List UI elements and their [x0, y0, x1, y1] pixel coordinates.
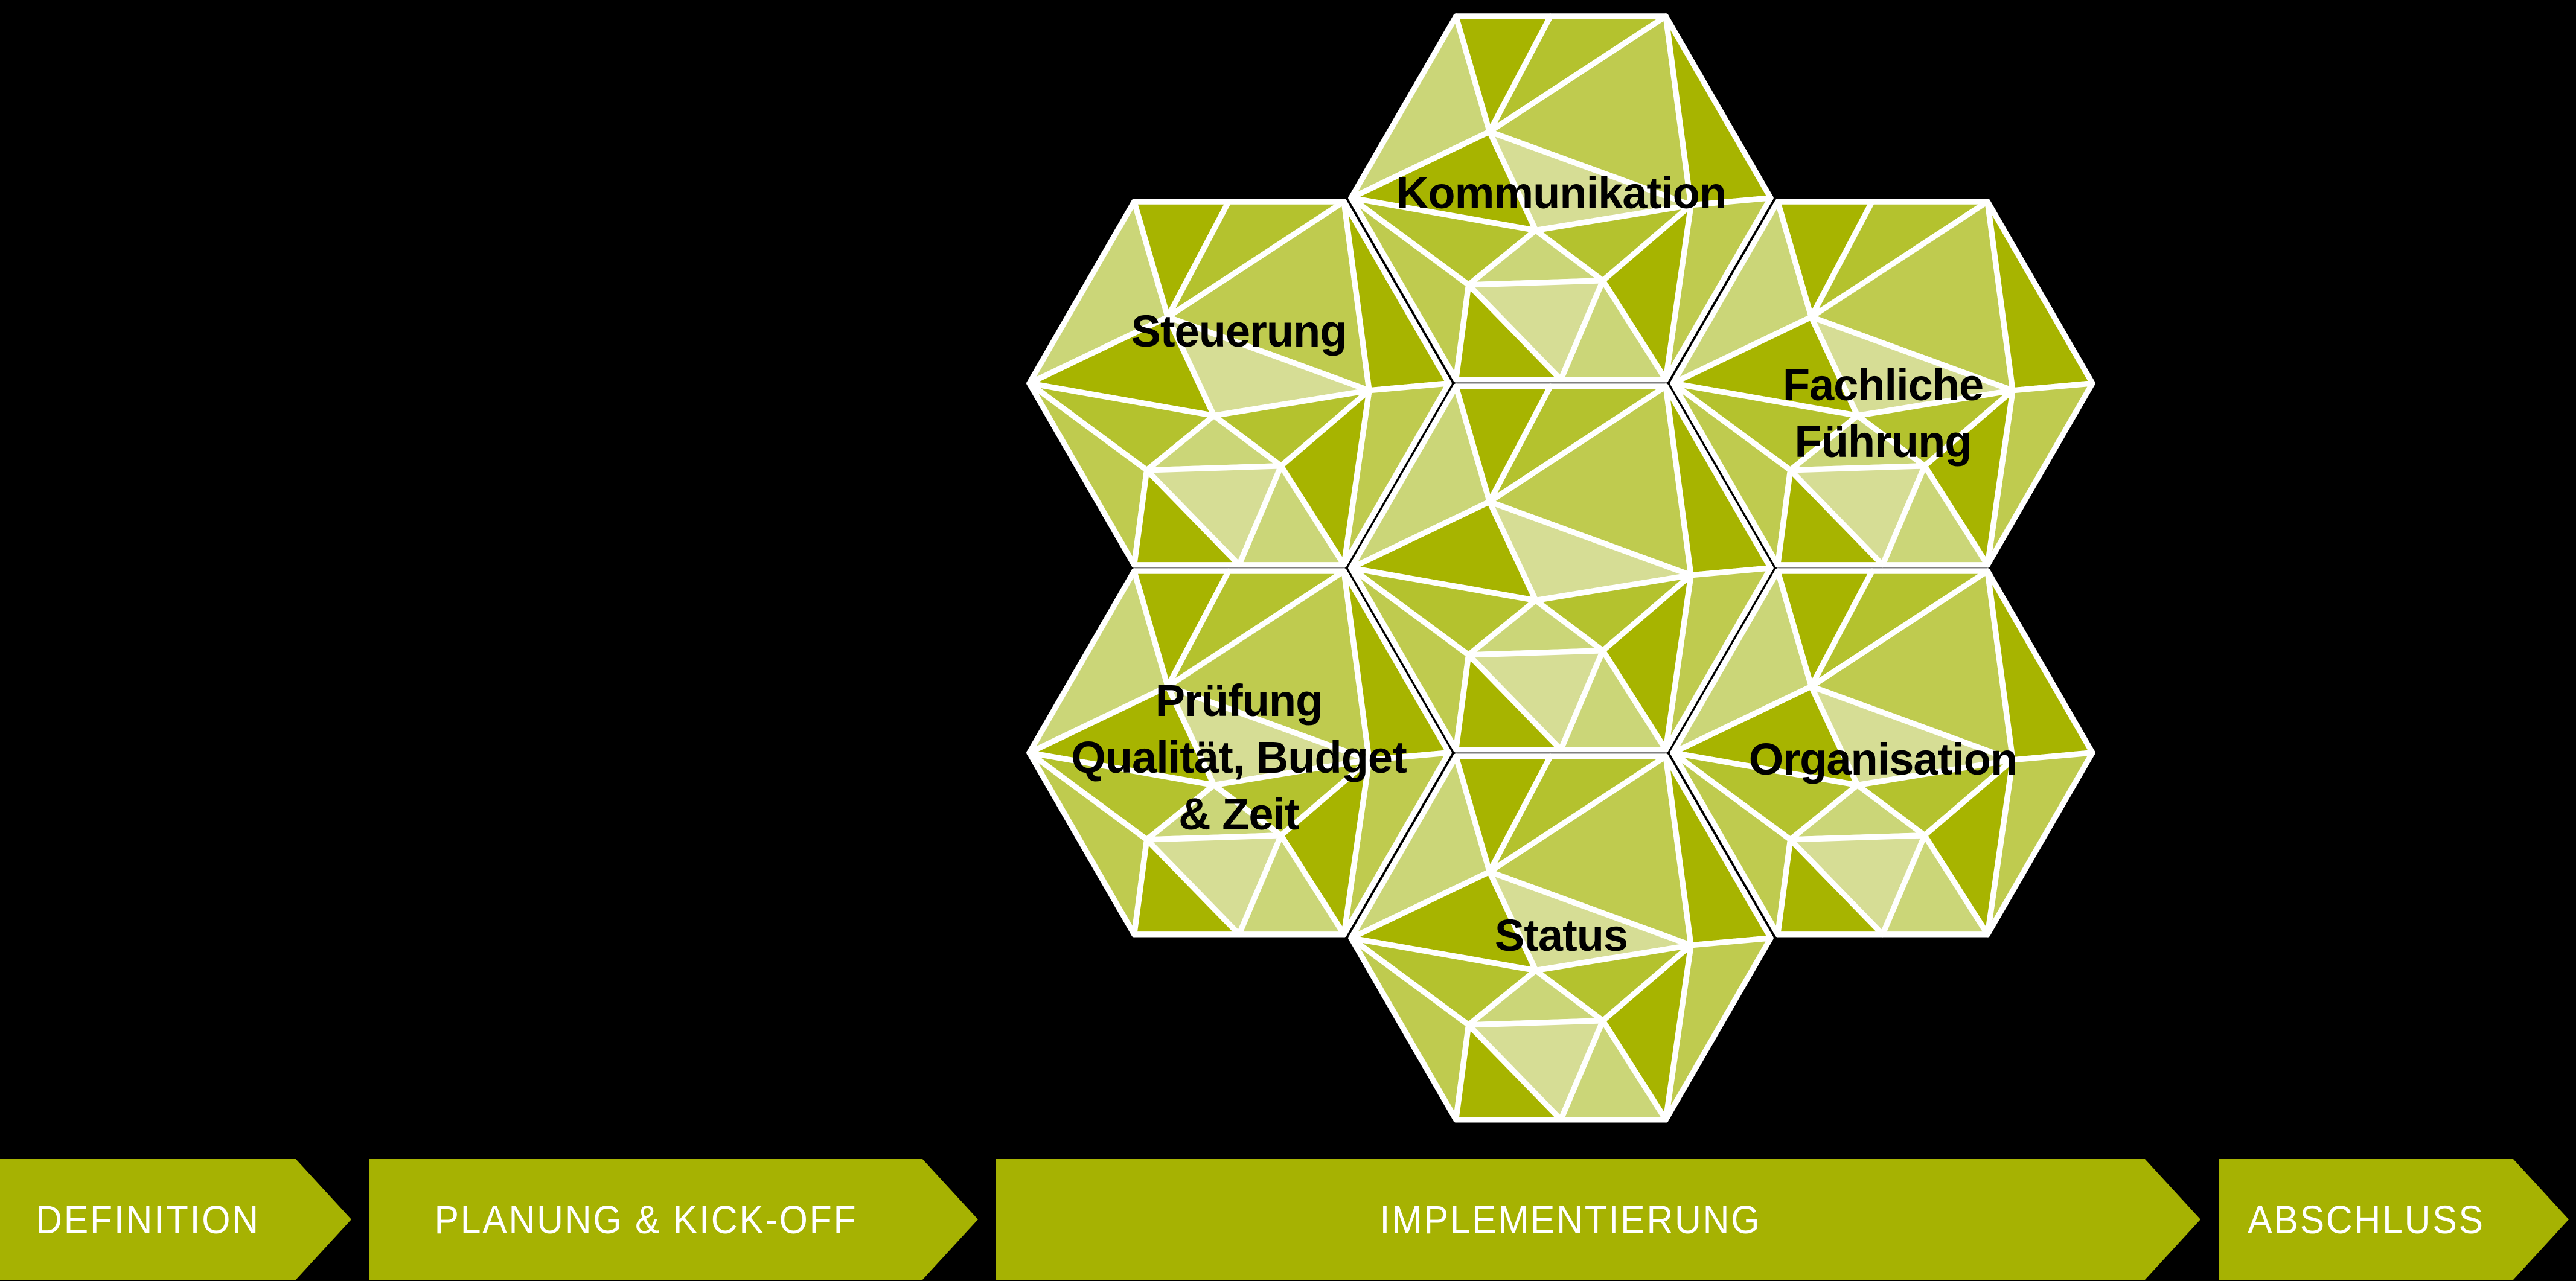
hexagon-label-status: Status: [1494, 910, 1628, 960]
hexagon-label-steuerung: Steuerung: [1131, 306, 1347, 356]
hexagon-label-kommunikation: Kommunikation: [1396, 168, 1727, 218]
process-stage-implementierung: IMPLEMENTIERUNG: [996, 1159, 2200, 1280]
process-stage-label: ABSCHLUSS: [2247, 1197, 2485, 1242]
process-stage-definition: DEFINITION: [0, 1159, 351, 1280]
process-stage-abschluss: ABSCHLUSS: [2219, 1159, 2569, 1280]
process-stage-label: IMPLEMENTIERUNG: [1379, 1197, 1762, 1242]
process-bar: DEFINITION PLANUNG & KICK-OFF IMPLEMENTI…: [0, 1159, 2576, 1280]
process-stage-label: PLANUNG & KICK-OFF: [434, 1197, 858, 1242]
process-stage-planung-kickoff: PLANUNG & KICK-OFF: [369, 1159, 978, 1280]
hexagon-label-organisation: Organisation: [1748, 734, 2018, 784]
hexagon-label-fachliche-fuehrung: Fachliche Führung: [1782, 360, 1984, 467]
hexagon-label-pruefung-qualitaet-budget-zeit: Prüfung Qualität, Budget & Zeit: [1071, 676, 1407, 839]
process-stage-label: DEFINITION: [36, 1197, 260, 1242]
